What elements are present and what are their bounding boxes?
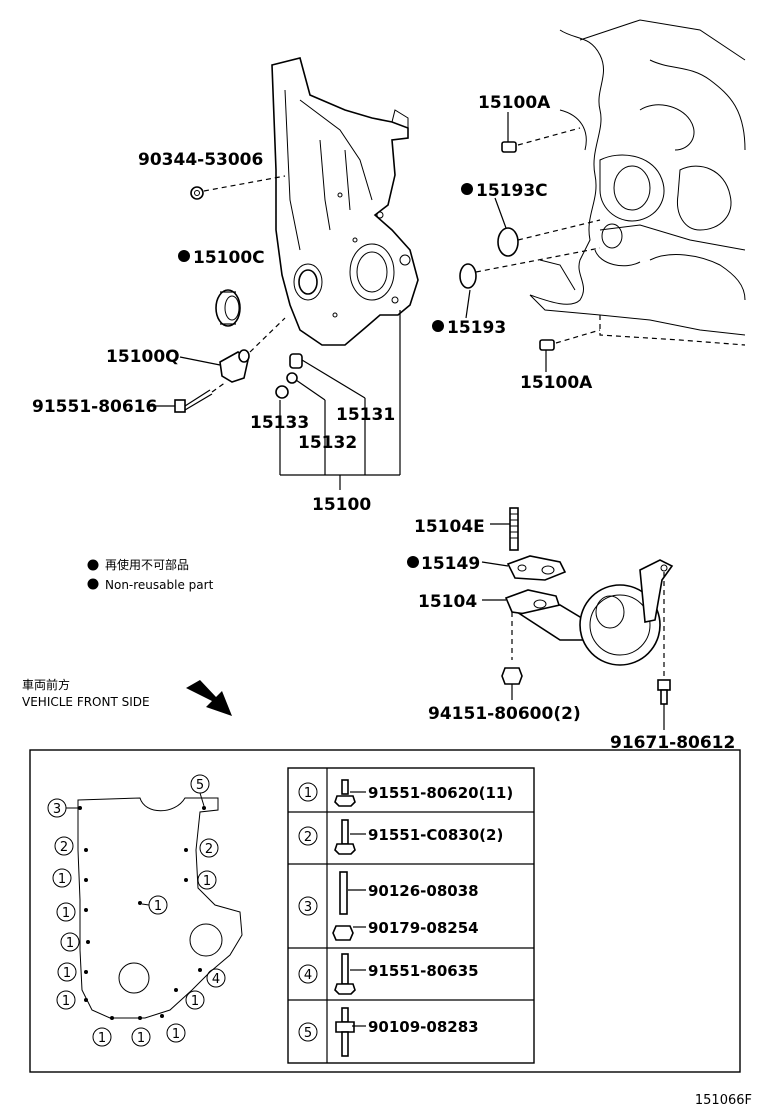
- label-15104: 15104: [418, 592, 477, 612]
- timing-cover-drawing: [271, 57, 419, 346]
- svg-text:1: 1: [304, 786, 312, 801]
- o-ring-15193-drawing: [459, 247, 601, 319]
- bolt-table: [287, 767, 535, 1064]
- figure-reference: 151066F: [695, 1093, 752, 1108]
- svg-text:3: 3: [53, 802, 61, 817]
- legend-japanese: 再使用不可部品: [105, 557, 189, 572]
- parts-15131-15132-15133-drawing: [275, 310, 401, 490]
- label-15131: 15131: [336, 405, 395, 425]
- label-15100Q: 15100Q: [106, 347, 180, 367]
- label-91671-80612: 91671-80612: [610, 733, 735, 753]
- bolt-91671-drawing: [657, 572, 671, 730]
- non-reusable-dot-icon: [178, 250, 190, 262]
- bolt-table-row-4: 4 91551-80635: [298, 953, 479, 995]
- svg-text:2: 2: [304, 830, 312, 845]
- non-reusable-dot-icon: [87, 559, 99, 571]
- o-ring-15193C-drawing: [494, 197, 601, 257]
- front-direction-arrow-icon: [186, 680, 232, 716]
- stud-bolt-icon: [339, 871, 348, 915]
- label-15100: 15100: [312, 495, 371, 515]
- svg-text:1: 1: [98, 1031, 106, 1046]
- part-90344-drawing: [190, 175, 286, 200]
- label-15132: 15132: [298, 433, 357, 453]
- part-15100Q-drawing: [179, 317, 286, 383]
- label-15100A-top: 15100A: [478, 93, 551, 113]
- front-side-english: VEHICLE FRONT SIDE: [22, 695, 150, 709]
- bolt-part-number: 91551-80620(11): [368, 784, 513, 802]
- svg-text:1: 1: [172, 1027, 180, 1042]
- bolt-table-row-1: 1 91551-80620(11): [298, 779, 513, 807]
- label-15193: 15193: [447, 318, 506, 338]
- svg-text:5: 5: [196, 778, 204, 793]
- legend-english: Non-reusable part: [105, 578, 214, 592]
- flange-bolt-icon: [334, 779, 356, 807]
- label-90344-53006: 90344-53006: [138, 150, 263, 170]
- svg-text:1: 1: [203, 874, 211, 889]
- engine-block-drawing: [529, 19, 746, 346]
- bolt-map-markers: 3 5 2 2 1 1 1 1 1 1 1 4 1 1 1 1: [47, 774, 226, 1047]
- strainer-15104-drawing: [482, 559, 674, 666]
- svg-text:4: 4: [304, 968, 312, 983]
- svg-text:1: 1: [62, 906, 70, 921]
- non-reusable-dot-icon: [407, 556, 419, 568]
- svg-text:3: 3: [304, 900, 312, 915]
- dowel-15100A-bottom-drawing: [539, 329, 601, 372]
- flange-bolt-icon: [334, 953, 356, 995]
- svg-text:1: 1: [191, 994, 199, 1009]
- svg-text:2: 2: [60, 840, 68, 855]
- dowel-15100A-top-drawing: [501, 112, 581, 153]
- svg-text:5: 5: [304, 1026, 312, 1041]
- bolt-table-row-2: 2 91551-C0830(2): [298, 819, 503, 855]
- svg-text:4: 4: [212, 972, 220, 987]
- label-15100A-bottom: 15100A: [520, 373, 593, 393]
- label-15100C: 15100C: [193, 248, 265, 268]
- label-15133: 15133: [250, 413, 309, 433]
- flange-bolt-icon: [334, 819, 356, 855]
- svg-text:2: 2: [205, 842, 213, 857]
- svg-text:1: 1: [154, 899, 162, 914]
- front-side-japanese: 車両前方: [22, 677, 70, 692]
- part-91551-80616-bolt-drawing: [148, 381, 227, 413]
- label-94151-80600: 94151-80600(2): [428, 704, 581, 724]
- bolt-part-number: 90126-08038: [368, 882, 479, 900]
- bolt-table-row-3: 3 90126-08038 90179-08254: [298, 871, 479, 941]
- bolt-part-number: 91551-C0830(2): [368, 826, 503, 844]
- svg-text:1: 1: [66, 936, 74, 951]
- label-91551-80616: 91551-80616: [32, 397, 157, 417]
- nut-part-number: 90179-08254: [368, 919, 479, 937]
- non-reusable-dot-icon: [461, 183, 473, 195]
- nut-icon: [332, 925, 354, 941]
- nut-94151-drawing: [501, 612, 523, 700]
- bolt-table-row-5: 5 90109-08283: [298, 1007, 479, 1057]
- label-15149: 15149: [421, 554, 480, 574]
- bolt-part-number: 91551-80635: [368, 962, 479, 980]
- non-reusable-dot-icon: [432, 320, 444, 332]
- bolt-location-frame: [29, 749, 741, 1073]
- label-15193C: 15193C: [476, 181, 548, 201]
- non-reusable-dot-icon: [87, 578, 99, 590]
- stud-15104E-drawing: [490, 507, 519, 551]
- gasket-15149-drawing: [481, 555, 567, 581]
- svg-text:1: 1: [63, 966, 71, 981]
- svg-text:1: 1: [137, 1031, 145, 1046]
- svg-text:1: 1: [62, 994, 70, 1009]
- bolt-part-number: 90109-08283: [368, 1018, 479, 1036]
- label-15104E: 15104E: [414, 517, 485, 537]
- svg-text:1: 1: [58, 872, 66, 887]
- part-15100C-oil-seal-drawing: [215, 289, 241, 327]
- stud-bolt-icon: [335, 1007, 355, 1057]
